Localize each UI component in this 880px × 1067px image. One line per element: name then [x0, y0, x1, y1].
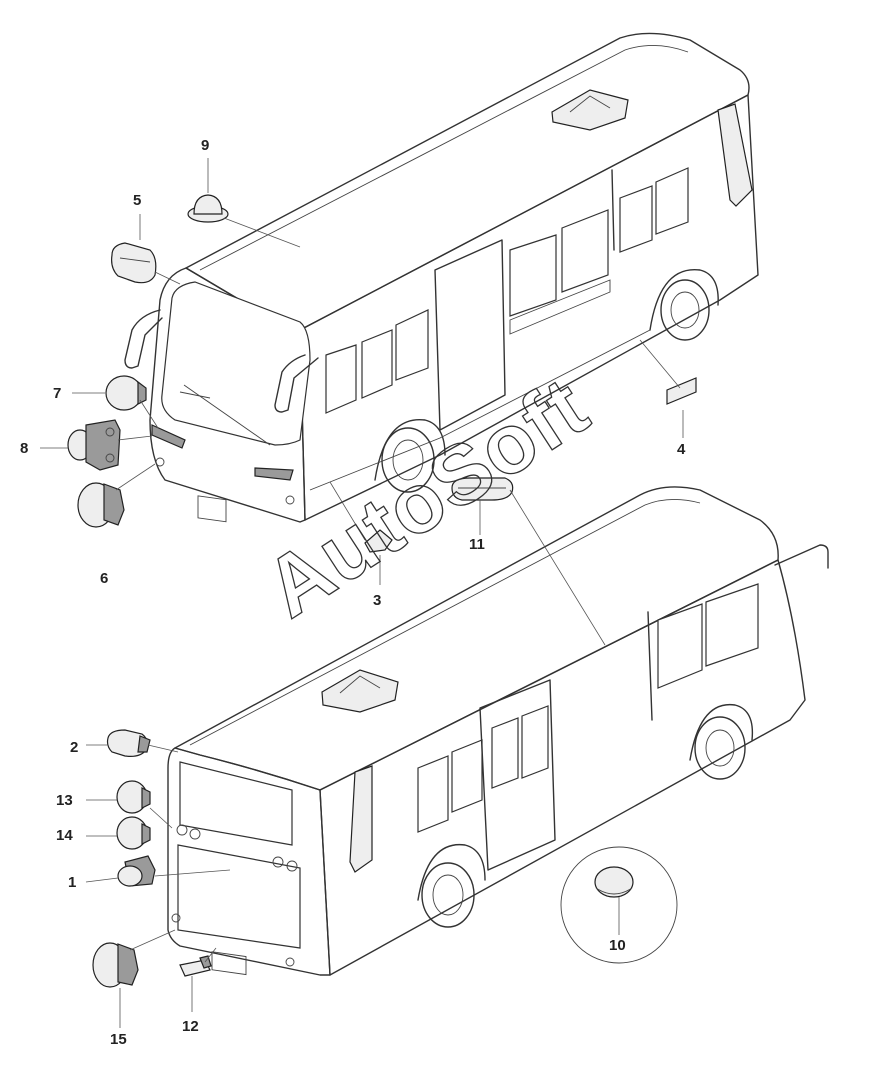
- callout-12: 12: [182, 1018, 199, 1035]
- part-2-marker-lamp: [106, 729, 151, 757]
- front-bus: [124, 32, 759, 523]
- callout-14: 14: [56, 827, 73, 844]
- callout-1: 1: [68, 874, 77, 891]
- part-12-plate-lamp: [179, 955, 212, 977]
- part-6-headlamp: [77, 482, 125, 528]
- callout-8: 8: [20, 440, 29, 457]
- callout-3: 3: [373, 592, 382, 609]
- part-11-lens: [451, 477, 514, 501]
- callout-15: 15: [110, 1031, 127, 1048]
- part-15-headlamp: [92, 942, 139, 988]
- part-5-marker-lamp: [111, 242, 157, 284]
- callout-9: 9: [201, 137, 210, 154]
- part-8-headlamp: [67, 419, 121, 471]
- callout-4: 4: [677, 441, 686, 458]
- callout-11: 11: [469, 536, 485, 553]
- part-1-lamp: [117, 855, 156, 887]
- part-3-side-lamp: [364, 529, 393, 553]
- part-9-dome-lamp: [187, 194, 229, 223]
- callout-5: 5: [133, 192, 142, 209]
- callout-10: 10: [609, 937, 626, 954]
- part-14-lamp: [116, 816, 151, 850]
- part-13-lamp: [116, 780, 151, 814]
- callout-13: 13: [56, 792, 73, 809]
- part-4-reflector: [666, 377, 697, 405]
- callout-2: 2: [70, 739, 79, 756]
- part-10-dome-lamp: [560, 846, 678, 964]
- callout-7: 7: [53, 385, 62, 402]
- rear-bus: [167, 486, 829, 976]
- part-7-lamp: [105, 375, 147, 411]
- leader-lines: [40, 158, 684, 1028]
- callout-6: 6: [100, 570, 109, 587]
